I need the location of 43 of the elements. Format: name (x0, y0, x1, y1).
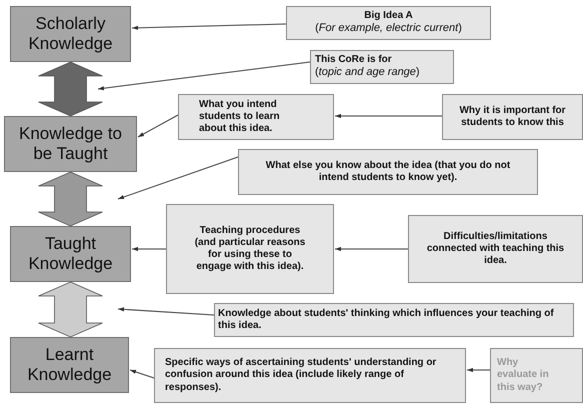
level-box (10, 337, 129, 393)
callout-text: Why it is important for students to know this (459, 104, 566, 130)
callout-box (214, 303, 574, 337)
callout-box (408, 215, 583, 283)
callout-text: Knowledge to be Taught (18, 124, 124, 164)
callout-note: (For example, electric current) (315, 22, 462, 36)
callout-text: This CoRe is for (315, 54, 392, 66)
arrow (132, 246, 166, 252)
callout-text: Knowledge about students' thinking which influences your teaching of this idea. (218, 308, 555, 332)
callout-text: Specific ways of ascertaining students' understanding or confusion around this idea (include likely range of responses). (165, 357, 438, 394)
callout-text: Why evaluate in this way? (497, 357, 550, 394)
callout-box (310, 50, 454, 84)
callout-box (490, 348, 583, 403)
arrow (132, 24, 286, 30)
arrow (118, 307, 214, 316)
callout-text: What you intend students to learn about this idea. (199, 98, 281, 136)
callout-text: Scholarly Knowledge (27, 14, 114, 54)
level-box (10, 226, 131, 282)
callout-text: Difficulties/limitations connected with teaching this idea. (426, 230, 566, 268)
arrow (98, 62, 310, 90)
double-arrow (38, 282, 103, 338)
callout-box (238, 149, 538, 195)
double-arrow (38, 172, 103, 226)
callout-note: (topic and age range) (315, 66, 420, 80)
arrow (334, 246, 408, 252)
callout-box (442, 94, 583, 140)
arrow (466, 368, 490, 372)
arrow (130, 370, 154, 378)
double-arrow (38, 62, 103, 116)
arrow (334, 114, 442, 118)
callout-box (166, 204, 334, 294)
arrow (138, 114, 178, 138)
callout-box (286, 6, 491, 40)
callout-box (154, 348, 466, 403)
arrow (118, 156, 238, 200)
level-box (10, 6, 131, 62)
level-box (4, 116, 137, 172)
callout-text: Learnt Knowledge (26, 345, 113, 385)
callout-text: Teaching procedures (and particular reasons for using these to engage with this idea). (194, 224, 306, 274)
callout-text: What else you know about the idea (that you do not intend students to know yet). (264, 160, 512, 184)
callout-text: Big Idea A (364, 10, 413, 22)
callout-box (178, 94, 334, 140)
callout-text: Taught Knowledge (27, 234, 114, 274)
